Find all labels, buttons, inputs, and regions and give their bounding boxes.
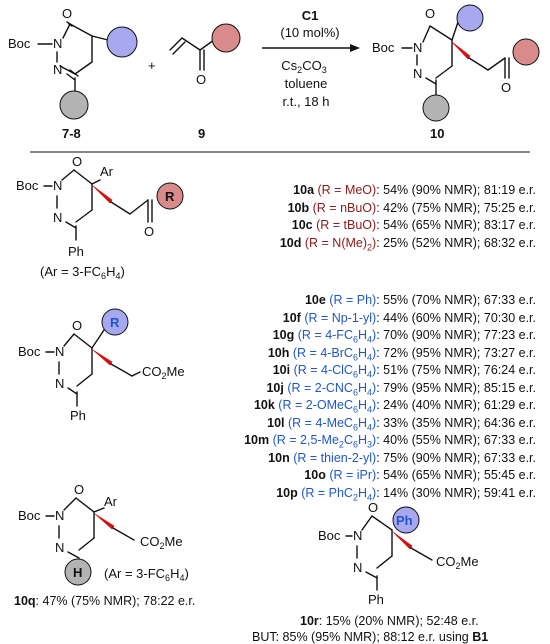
r-group-10b: (R = nBuO) [309, 200, 377, 215]
result-10c: 10c (R = tBuO): 54% (65% NMR); 83:17 e.r… [291, 218, 536, 232]
result-10f: 10f (R = Np-1-yl): 44% (60% NMR); 70:30 … [282, 310, 536, 325]
structure-10q: Ar Boc N O N H CO2Me (Ar = 3-FC6H4) [18, 482, 189, 586]
svg-text:N: N [55, 344, 64, 359]
result-10d: 10d (R = N(Me)2): 25% (52% NMR); 68:32 e… [279, 235, 536, 253]
result-10j: 10j (R = 2-CNC6H4): 79% (95% NMR); 85:15… [266, 380, 536, 398]
result-10r: 10r: 15% (20% NMR); 52:48 e.r. [300, 614, 479, 628]
blue-substituent-circle [106, 26, 138, 58]
ar-note: (Ar = 3-FC6H4) [40, 264, 125, 281]
result-10m: 10m (R = 2,5-Me2C6H3): 40% (55% NMR); 67… [244, 433, 536, 450]
solvent-label: toluene [285, 76, 328, 91]
svg-text:Ar: Ar [104, 494, 118, 509]
svg-text:O: O [425, 6, 435, 21]
svg-text:Boc: Boc [18, 508, 41, 523]
o-label-9: O [196, 72, 206, 87]
structure-10e-10p: Boc N O N Ph R CO2Me [18, 308, 185, 423]
label-7-8: 7-8 [62, 126, 81, 141]
svg-text:N: N [413, 40, 422, 55]
svg-text:O: O [501, 80, 511, 95]
svg-text:N: N [353, 560, 362, 575]
svg-text:N: N [53, 210, 62, 225]
product-10: Boc N O N O 10 [372, 4, 540, 141]
svg-text:Boc: Boc [318, 528, 341, 543]
svg-text:O: O [144, 224, 154, 239]
svg-text:Ph: Ph [70, 408, 86, 423]
svg-text:N: N [53, 178, 62, 193]
r-group-10e: (R = Ph) [325, 293, 377, 307]
plus-sign: + [148, 58, 156, 73]
boc-label: Boc [8, 36, 31, 51]
result-10i: 10i (R = 4-ClC6H4): 51% (75% NMR); 76:24… [272, 363, 536, 380]
r-group-10a: (R = MeO) [314, 183, 377, 197]
reactant-9: O 9 [169, 23, 241, 141]
ar-note-q: (Ar = 3-FC6H4) [104, 566, 189, 583]
base-label: Cs2CO3 [281, 58, 326, 75]
svg-text:N: N [353, 528, 362, 543]
result-10r-b1: BUT: 85% (95% NMR); 88:12 e.r. using B1 [252, 630, 489, 644]
reactant-7-8: Boc N O N 7-8 [8, 6, 138, 141]
co2me-label-2: CO2Me [142, 364, 185, 381]
label-9: 9 [198, 126, 205, 141]
structure-10a-10d: Ar Boc N O N Ph O R (Ar = 3-FC6H4) [16, 154, 184, 281]
structure-10r: Boc N O N Ph Ph CO2Me [318, 500, 479, 607]
red-substituent-circle [211, 23, 241, 53]
gray-substituent-circle [59, 90, 89, 120]
svg-text:R: R [110, 315, 120, 330]
r-group-10d: (R = N(Me)2) [301, 235, 377, 253]
r-group-10h: (R = 4-BrC6H4) [289, 345, 377, 363]
r-group-10c: (R = tBuO) [312, 218, 377, 232]
svg-text:N: N [55, 508, 64, 523]
conditions-label: r.t., 18 h [283, 94, 330, 109]
r-group-10o: (R = iPr) [325, 468, 377, 482]
result-10k: 10k (R = 2-OMeC6H4): 24% (40% NMR); 61:2… [253, 398, 536, 415]
r-group-10j: (R = 2-CNC6H4) [283, 380, 377, 398]
r-group-10f: (R = Np-1-yl) [300, 310, 377, 325]
svg-text:O: O [72, 318, 82, 333]
result-10h: 10h (R = 4-BrC6H4): 72% (95% NMR); 73:27… [267, 345, 536, 363]
result-10o: 10o (R = iPr): 54% (65% NMR); 55:45 e.r. [304, 468, 536, 482]
svg-text:Boc: Boc [372, 40, 395, 55]
loading-label: (10 mol%) [280, 25, 339, 40]
r-group-10l: (R = 4-MeC6H4) [284, 415, 377, 433]
svg-text:N: N [55, 376, 64, 391]
r-group-10n: (R = thien-2-yl) [289, 450, 377, 465]
n-label: N [53, 36, 62, 51]
svg-text:Ph: Ph [68, 244, 84, 259]
label-10: 10 [430, 126, 444, 141]
co2me-label-r: CO2Me [436, 554, 479, 571]
svg-text:Boc: Boc [16, 178, 39, 193]
r-group-10m: (R = 2,5-Me2C6H3) [269, 433, 377, 450]
catalyst-label: C1 [302, 8, 319, 23]
svg-text:N: N [55, 540, 64, 555]
r-group-10k: (R = 2-OMeC6H4) [274, 398, 377, 415]
result-10g: 10g (R = 4-FC6H4): 70% (90% NMR); 77:23 … [272, 328, 536, 345]
reaction-arrow: C1 (10 mol%) Cs2CO3 toluene r.t., 18 h [262, 8, 360, 109]
result-10n: 10n (R = thien-2-yl): 75% (90% NMR); 67:… [268, 450, 536, 465]
svg-text:N: N [413, 66, 422, 81]
r-group-10p: (R = PhC2H4) [297, 485, 377, 503]
result-10a: 10a (R = MeO): 54% (90% NMR); 81:19 e.r. [293, 183, 536, 197]
svg-text:O: O [72, 154, 82, 169]
co2me-label-q: CO2Me [140, 534, 183, 551]
result-10p: 10p (R = PhC2H4): 14% (30% NMR); 59:41 e… [276, 485, 536, 503]
svg-text:O: O [368, 500, 378, 515]
result-10q: 10q: 47% (75% NMR); 78:22 e.r. [14, 594, 196, 608]
r-group-10g: (R = 4-FC6H4) [294, 328, 377, 345]
result-10e: 10e (R = Ph): 55% (70% NMR); 67:33 e.r. [304, 293, 536, 307]
svg-text:H: H [73, 565, 82, 580]
svg-text:R: R [165, 189, 175, 204]
svg-text:Boc: Boc [18, 344, 41, 359]
o-label: O [62, 6, 72, 21]
result-10l: 10l (R = 4-MeC6H4): 33% (35% NMR); 64:36… [267, 415, 536, 433]
r-group-10i: (R = 4-ClC6H4) [290, 363, 377, 380]
result-10b: 10b (R = nBuO): 42% (75% NMR); 75:25 e.r… [287, 200, 536, 215]
svg-text:O: O [74, 482, 84, 497]
svg-text:Ph: Ph [396, 513, 413, 528]
svg-text:Ph: Ph [368, 592, 384, 607]
n-label-2: N [53, 62, 62, 77]
svg-text:Ar: Ar [100, 164, 114, 179]
